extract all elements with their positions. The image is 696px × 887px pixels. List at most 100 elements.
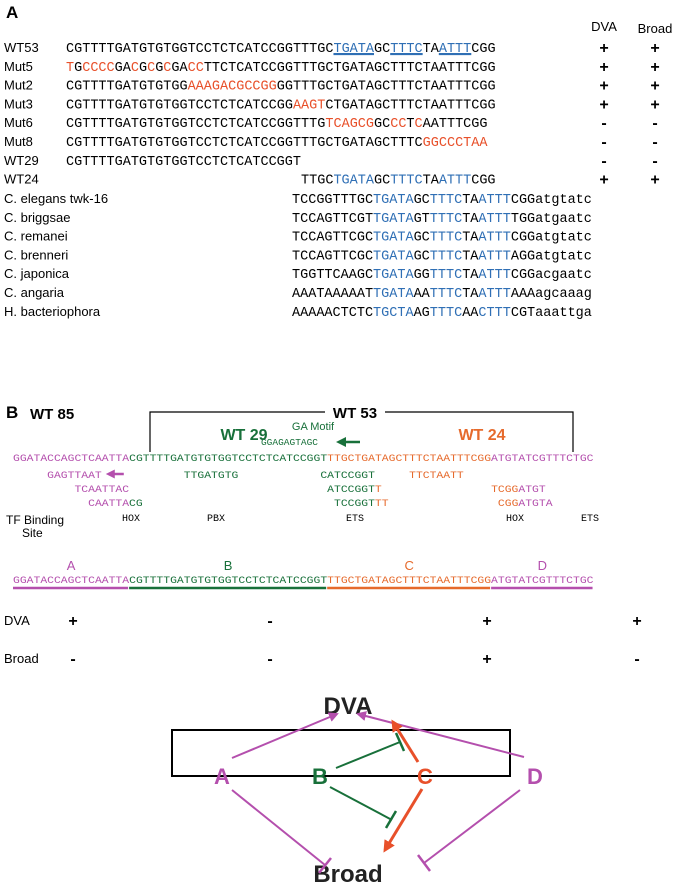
broad-activity: - <box>652 115 657 132</box>
sequence-segment: TGGatgaatc <box>511 212 592 227</box>
region-label: C <box>404 558 413 573</box>
wt29-label: WT 29 <box>220 427 267 444</box>
wt85-label: WT 85 <box>30 406 74 423</box>
sequence-segment: TCCAGTTCGT <box>292 212 373 227</box>
sequence-segment: TCCAGTTCGC <box>292 249 373 264</box>
sequence-segment: TGATA <box>373 287 414 302</box>
sequence-segment: CGTTTTGATGTGTGGTCCTCTCATCCGGTTTGC <box>66 42 333 57</box>
species-sequence: TCCAGTTCGCTGATAGCTTTCTAATTTAGGatgtatc <box>292 249 592 264</box>
construct-name: Mut8 <box>4 134 33 149</box>
sequence-segment: ATTT <box>478 287 510 302</box>
sequence-segment: TA <box>462 287 479 302</box>
sequence-segment: TTGCTGATAGCTTTCTAATTTCGG <box>327 576 491 587</box>
sequence-segment: CGGacgaatc <box>511 268 592 283</box>
sequence-segment: CC <box>188 61 204 76</box>
a-activates-dva-arrow <box>231 712 339 759</box>
construct-sequence: CGTTTTGATGTGTGGTCCTCTCATCCGGT <box>66 155 301 170</box>
sequence-segment: GC <box>374 117 390 132</box>
sequence-segment: CGTTTTGATGTGTGGTCCTCTCATCCGGT <box>129 576 327 587</box>
dva-activity: - <box>601 115 606 132</box>
construct-sequence: CGTTTTGATGTGTGGTCCTCTCATCCGGTTTGTCAGCGGC… <box>66 117 488 132</box>
construct-sequence: CGTTTTGATGTGTGGTCCTCTCATCCGGTTTGCTGATAGC… <box>66 42 496 57</box>
sequence-segment: TTGCTGATAGCTTTCTAATTTCGG <box>327 454 491 465</box>
sequence-segment: TGATA <box>333 174 374 189</box>
b-represses-c-broad-bar <box>384 810 398 829</box>
sequence-segment: CTGATAGCTTTCTAATTTCGG <box>325 98 495 113</box>
sequence-segment: TGATA <box>373 249 414 264</box>
sequence-segment: C <box>131 61 139 76</box>
sequence-segment: CC <box>390 117 406 132</box>
tf-name: ETS <box>346 514 364 525</box>
b-represses-c-dva-bar <box>394 732 406 752</box>
construct-name: WT53 <box>4 40 39 55</box>
sequence-segment: TCTCATCCGGTTTGCTGATAGCTTTCTAATTTCGG <box>212 61 496 76</box>
sequence-segment: TTTC <box>430 268 462 283</box>
species-sequence: AAATAAAAATTGATAAATTTCTAATTTAAAagcaaag <box>292 287 592 302</box>
sequence-segment: GC <box>374 174 390 189</box>
sequence-segment: TA <box>462 231 479 246</box>
wt53-label: WT 53 <box>333 405 377 422</box>
region-dva-sign: - <box>267 613 272 630</box>
region-broad-sign: - <box>634 651 639 668</box>
sequence-segment: TTTC <box>430 193 462 208</box>
species-sequence: AAAAACTCTCTGCTAAGTTTCAACTTTCGTaaattga <box>292 306 592 321</box>
ga-motif-label: GA Motif <box>292 421 335 433</box>
sequence-segment: ATTT <box>439 42 471 57</box>
sequence-segment: GA <box>115 61 132 76</box>
species-name: C. briggsae <box>4 210 70 225</box>
panel-a-label: A <box>6 3 18 22</box>
wt53-bracket <box>149 411 574 452</box>
sequence-segment: TA <box>462 249 479 264</box>
sequence-segment: GC <box>414 249 430 264</box>
sequence-segment: TA <box>423 42 440 57</box>
model-node-c: C <box>417 764 433 789</box>
tf-motif: GAGTTAAT <box>47 471 102 482</box>
tf-binding-label: TF Binding <box>6 513 64 527</box>
sequence-segment: GGTTTGCTGATAGCTTTCTAATTTCGG <box>277 80 496 95</box>
ga-motif-sequence: GGAGAGTAGC <box>261 437 318 448</box>
sequence-segment: GT <box>414 212 430 227</box>
sequence-segment: TTGC <box>301 174 333 189</box>
sequence-segment: CGTTTTGATGTGTGG <box>66 80 188 95</box>
broad-activity: + <box>650 78 659 95</box>
sequence-segment: GGATACCAGCTCAATTA <box>13 454 129 465</box>
sequence-segment: TTCTAATT <box>409 471 464 482</box>
sequence-segment: TTTC <box>430 212 462 227</box>
a-represses-broad-bar <box>318 857 332 874</box>
sequence-segment: TGATA <box>373 212 414 227</box>
sequence-segment: C <box>147 61 155 76</box>
species-name: H. bacteriophora <box>4 304 101 319</box>
species-name: C. remanei <box>4 229 68 244</box>
tf-motif: CATCCGGT <box>320 471 375 482</box>
construct-sequence: TGCCCCGACGCGCGACCTTCTCATCCGGTTTGCTGATAGC… <box>66 61 496 76</box>
d-activates-dva-arrow <box>356 711 525 758</box>
ga-motif-arrowhead <box>336 437 346 447</box>
b-represses-c-broad-line <box>329 786 393 821</box>
region-label: B <box>224 558 233 573</box>
sequence-segment: TCCGGTTTGC <box>292 193 373 208</box>
sequence-segment: CGTaaattga <box>511 306 592 321</box>
sequence-segment: TTTC <box>430 231 462 246</box>
sequence-segment: G <box>139 61 147 76</box>
sequence-segment: TGATA <box>373 231 414 246</box>
tf-motif: TTGATGTG <box>184 471 239 482</box>
dva-activity: - <box>601 153 606 170</box>
tf-site-label: Site <box>22 526 43 540</box>
sequence-segment: AAAagcaaag <box>511 287 592 302</box>
sequence-segment: TTGATGTG <box>184 471 239 482</box>
sequence-segment: ATTT <box>478 249 510 264</box>
d-represses-broad-bar <box>417 854 431 872</box>
tf-name: HOX <box>122 514 140 525</box>
tf-name: HOX <box>506 514 524 525</box>
dva-activity: + <box>599 172 608 189</box>
sequence-segment: ATGT <box>518 485 545 496</box>
construct-name: Mut2 <box>4 78 33 93</box>
construct-name: Mut3 <box>4 96 33 111</box>
sequence-segment: CG <box>129 499 143 510</box>
region-label: D <box>538 558 547 573</box>
broad-activity: + <box>650 172 659 189</box>
